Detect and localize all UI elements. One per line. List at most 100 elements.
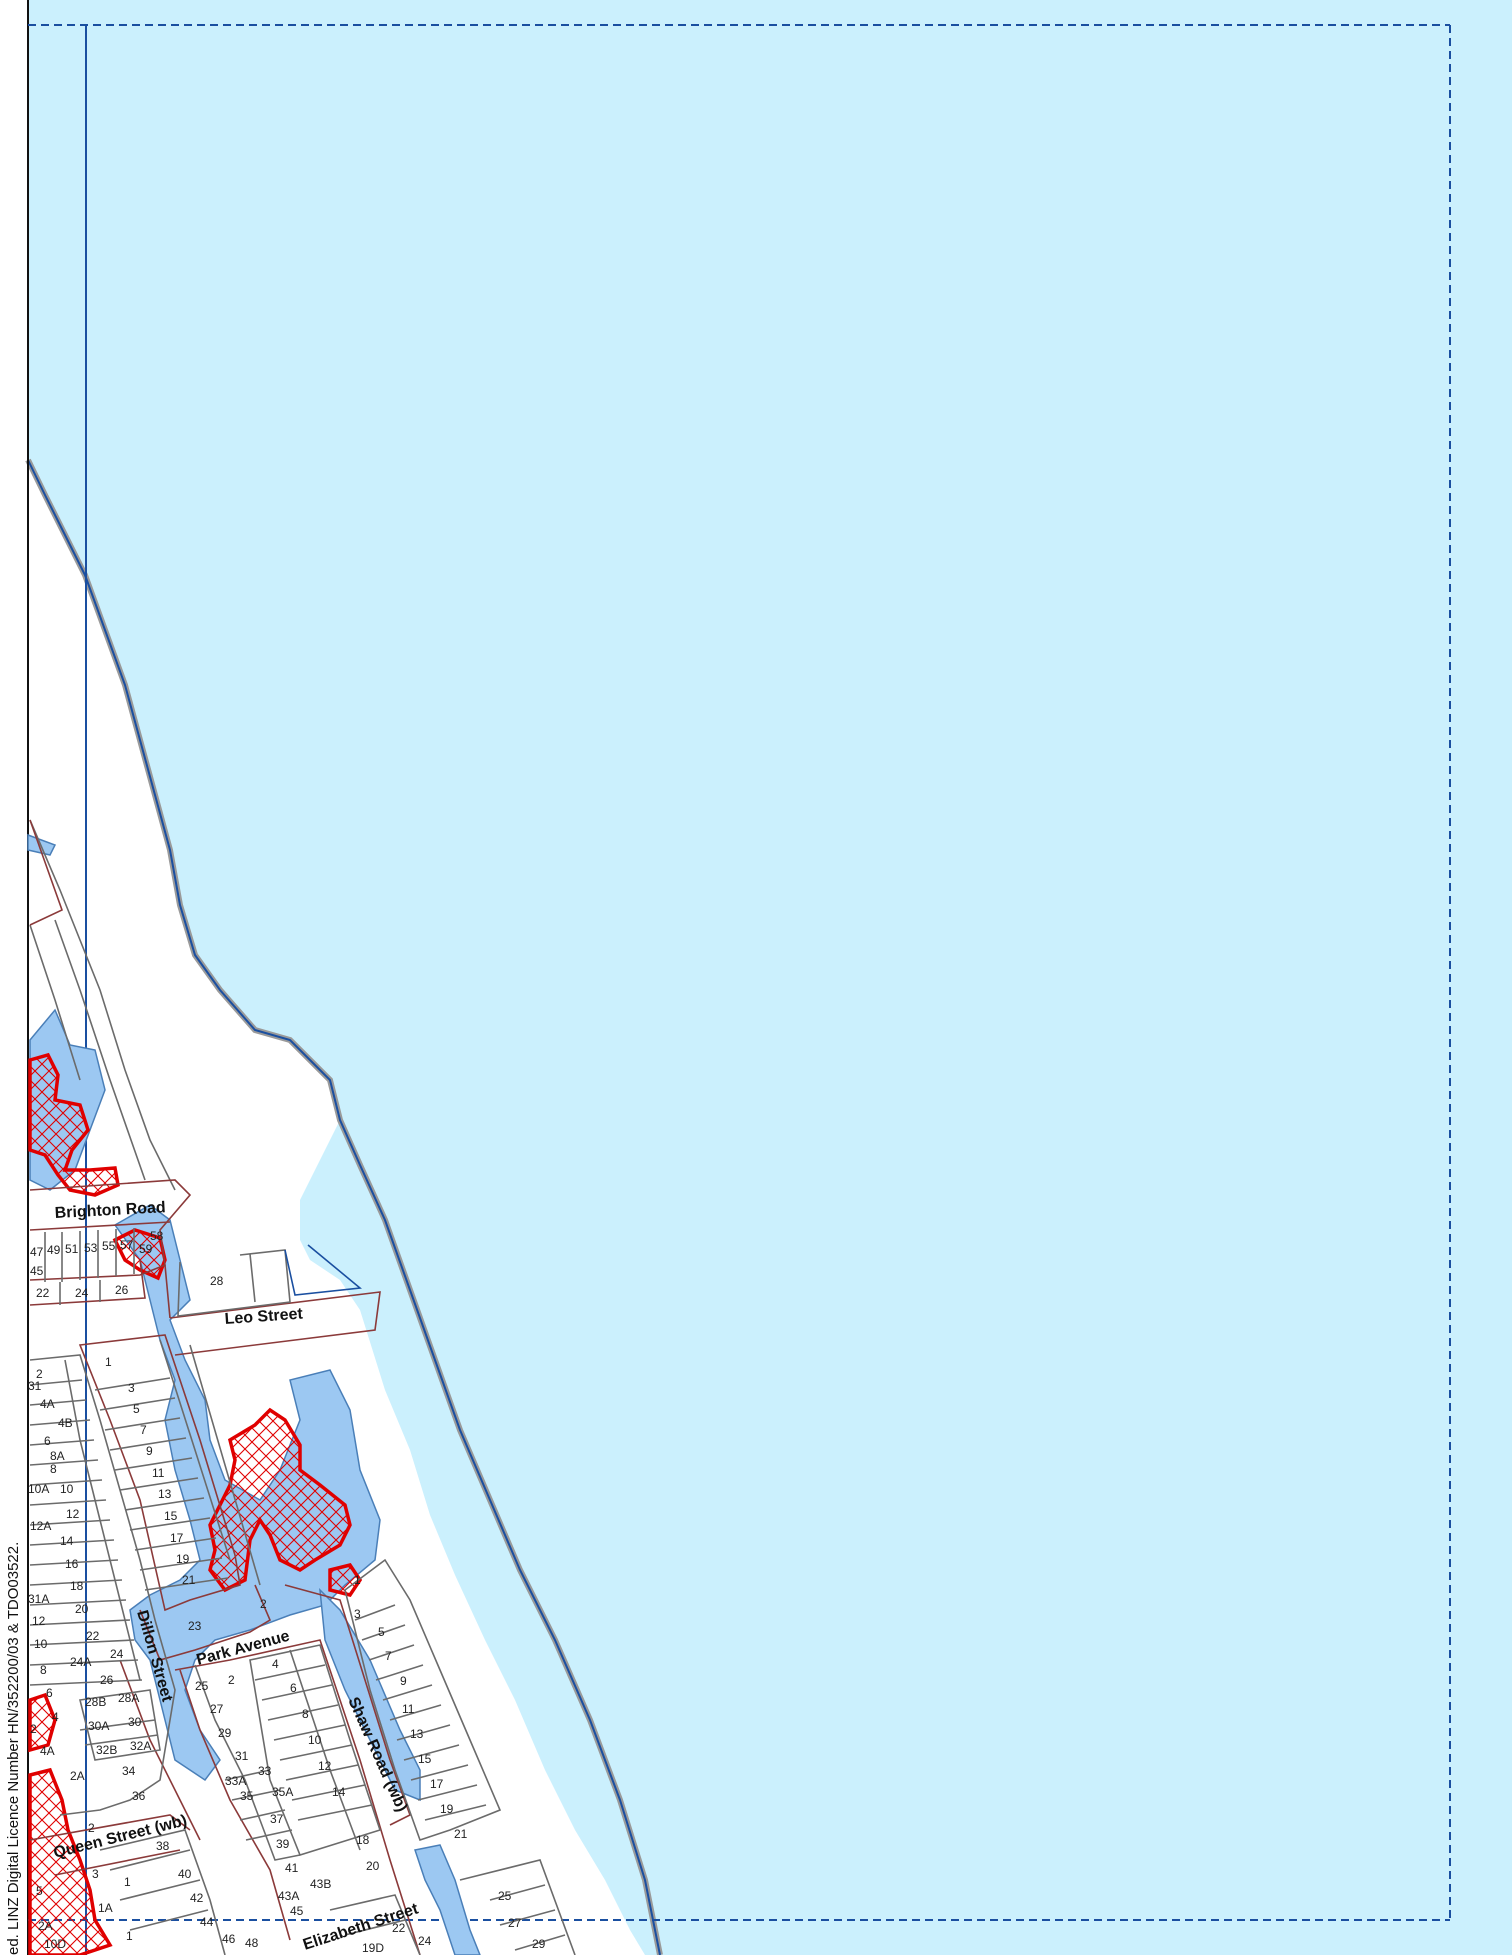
lot-number: 12	[32, 1614, 46, 1628]
lot-number: 4A	[40, 1744, 55, 1758]
lot-number: 22	[86, 1629, 100, 1643]
street-label-brighton-road: Brighton Road	[54, 1199, 166, 1222]
lot-number: 3	[128, 1381, 135, 1395]
lot-number: 32A	[130, 1739, 151, 1753]
lot-number: 3	[92, 1867, 99, 1881]
lot-number: 10	[34, 1637, 48, 1651]
lot-number: 1A	[98, 1901, 113, 1915]
lot-number: 14	[60, 1534, 74, 1548]
lot-number: 49	[47, 1243, 61, 1257]
lot-number: 29	[218, 1726, 232, 1740]
lot-number: 55	[102, 1239, 116, 1253]
lot-number: 21	[454, 1827, 468, 1841]
lot-number: 13	[158, 1487, 172, 1501]
lot-number: 39	[276, 1837, 290, 1851]
lot-number: 45	[290, 1904, 304, 1918]
flood-zone-south	[414, 1844, 481, 1955]
lot-number: 41	[285, 1861, 299, 1875]
lot-number: 35A	[272, 1785, 293, 1799]
lot-number: 8	[302, 1707, 309, 1721]
lot-number: 36	[132, 1789, 146, 1803]
lot-number: 10D	[44, 1937, 66, 1951]
lot-number: 38	[156, 1839, 170, 1853]
flood-zone-main-channel	[113, 1204, 381, 1782]
parcels	[29, 819, 576, 1955]
lot-numbers-queen: 38 40 42 44 46 48 1 1A 3 5 10D 2A 1	[36, 1839, 259, 1951]
lot-number: 11	[402, 1702, 415, 1716]
lot-number: 53	[84, 1241, 98, 1255]
hazard-area-central	[208, 1407, 352, 1593]
lot-numbers-park: 2 25 27 29 31 33 33A 35 35A 37 39 41 43A…	[195, 1597, 380, 1918]
parcels-north-brown	[29, 819, 63, 926]
lot-number: 47	[30, 1245, 44, 1259]
lot-number: 1	[354, 1573, 361, 1587]
lot-number: 15	[418, 1752, 432, 1766]
coastline-inner	[27, 459, 661, 1955]
lot-number: 20	[366, 1859, 380, 1873]
lot-number: 25	[195, 1679, 209, 1693]
lot-number: 18	[356, 1833, 370, 1847]
street-label-leo-street: Leo Street	[224, 1306, 304, 1328]
lot-number: 19	[440, 1802, 454, 1816]
lot-number: 4A	[40, 1397, 55, 1411]
lot-number: 23	[188, 1619, 202, 1633]
lot-number: 1	[124, 1875, 131, 1889]
lot-number: 1	[126, 1929, 133, 1943]
lot-number: 4	[272, 1657, 279, 1671]
parcels-dillon-lines	[94, 1339, 261, 1591]
lot-number: 44	[200, 1915, 214, 1929]
hazard-area-west-1	[28, 1692, 57, 1753]
lot-number: 48	[245, 1936, 259, 1950]
lot-numbers-elizabeth: 22 24 19D 25 27 29	[362, 1889, 546, 1955]
lot-number: 2	[88, 1821, 95, 1835]
lot-number: 27	[508, 1916, 522, 1930]
hazard-area-north	[28, 1052, 120, 1197]
lot-number: 12	[318, 1759, 332, 1773]
lot-number: 2	[30, 1722, 37, 1736]
lot-number: 17	[170, 1531, 184, 1545]
lot-number: 57	[120, 1238, 134, 1252]
parcels-north	[29, 819, 176, 1191]
parcels-south	[99, 1829, 576, 1955]
lot-number: 34	[122, 1764, 136, 1778]
lot-number: 24	[75, 1286, 89, 1300]
lot-number: 4	[52, 1710, 59, 1724]
lot-number: 7	[140, 1423, 147, 1437]
lot-number: 19D	[362, 1941, 384, 1955]
lot-number: 30A	[88, 1719, 109, 1733]
lot-number: 43A	[278, 1889, 299, 1903]
lot-number: 31	[28, 1379, 42, 1393]
lot-number: 8	[40, 1663, 47, 1677]
hazard-area-west-2	[28, 1767, 113, 1955]
lot-number: 18	[70, 1579, 84, 1593]
lot-number: 40	[178, 1867, 192, 1881]
parcels-shaw	[344, 1558, 502, 1842]
lot-number: 43B	[310, 1877, 331, 1891]
lot-number: 59	[139, 1242, 153, 1256]
lot-number: 24A	[70, 1655, 91, 1669]
lot-number: 42	[190, 1891, 204, 1905]
lot-number: 21	[182, 1573, 196, 1587]
lot-number: 2	[260, 1597, 267, 1611]
lot-number: 6	[44, 1434, 51, 1448]
lot-numbers-shaw-east: 1 3 5 7 9 11 13 15 17 19 21	[354, 1573, 468, 1841]
lot-number: 5	[133, 1402, 140, 1416]
parcels-brighton	[29, 1179, 381, 1356]
lot-number: 28A	[118, 1691, 139, 1705]
lot-number: 27	[210, 1702, 224, 1716]
parcels-west	[29, 1354, 176, 1816]
hazard-area-east	[328, 1563, 363, 1597]
lot-number: 20	[75, 1602, 89, 1616]
lot-number: 7	[385, 1649, 392, 1663]
hazard-area-brighton	[112, 1228, 167, 1281]
lot-number: 10A	[28, 1482, 49, 1496]
lot-number: 15	[164, 1509, 178, 1523]
lot-number: 8A	[50, 1449, 65, 1463]
lot-number: 33	[258, 1764, 272, 1778]
lot-number: 9	[146, 1444, 153, 1458]
lot-number: 31A	[28, 1592, 49, 1606]
lot-number: 26	[115, 1283, 129, 1297]
parcels-dillon	[78, 1334, 421, 1955]
lot-number: 24	[110, 1647, 124, 1661]
